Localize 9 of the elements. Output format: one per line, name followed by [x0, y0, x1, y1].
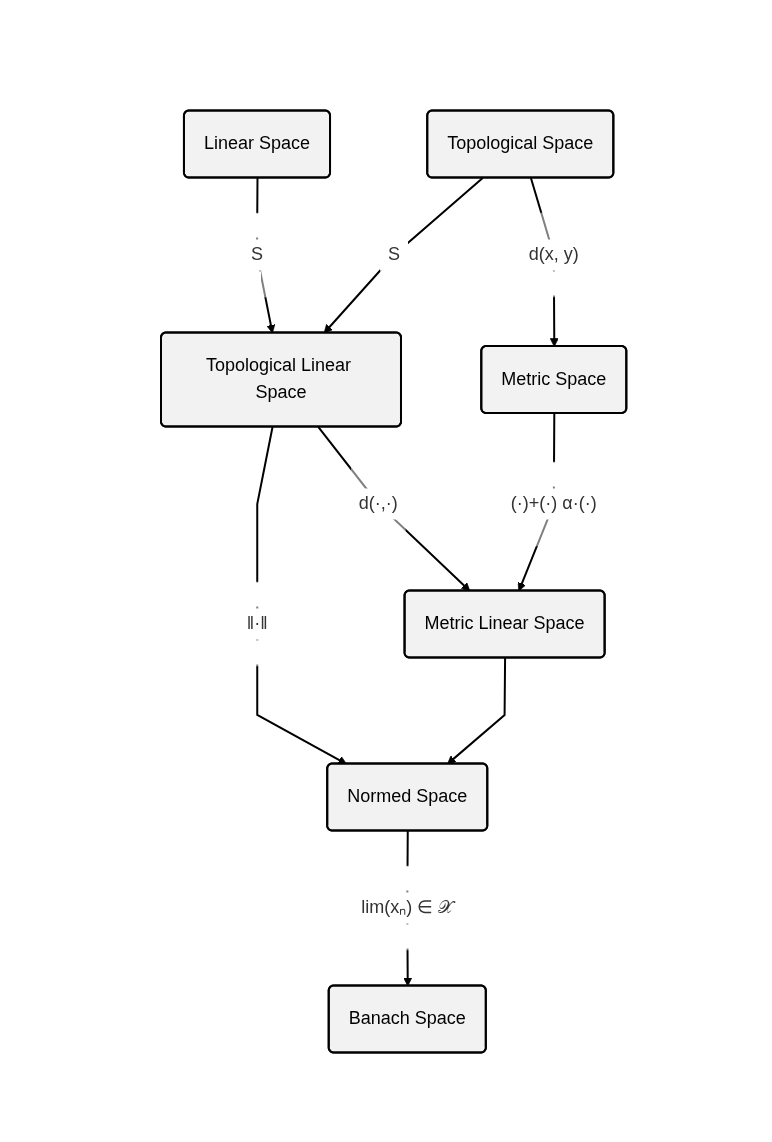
edge-label: (·)+(·) α·(·) [511, 493, 598, 514]
edge-label: d(·,·) [359, 493, 399, 514]
arrow [447, 657, 507, 765]
edge-label: ‖·‖ [247, 613, 269, 634]
arrow [317, 426, 471, 592]
edge-label: d(x, y) [529, 244, 580, 265]
edge-label: S [388, 244, 401, 265]
edge-label: S [251, 244, 264, 265]
edge-label: lim(xₙ) ∈ 𝒳 [361, 897, 454, 918]
